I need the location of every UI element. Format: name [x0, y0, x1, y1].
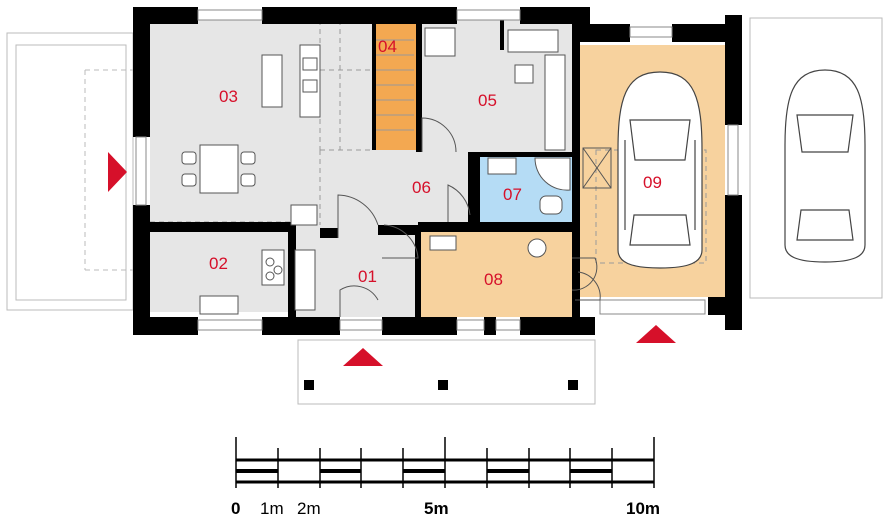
scale-label-0: 0	[231, 499, 240, 518]
room-label-08: 08	[484, 270, 503, 289]
sink-icon	[487, 157, 517, 175]
entrance-arrow-icon	[343, 348, 383, 366]
floor-stair	[374, 24, 416, 150]
neighbor-car-icon	[784, 69, 866, 263]
toilet-icon	[539, 195, 563, 215]
scale-label-5m: 5m	[424, 499, 449, 518]
scale-label-1m: 1m	[260, 499, 284, 518]
room-label-06: 06	[412, 178, 431, 197]
scale-label-2m: 2m	[297, 499, 321, 518]
floor-hall	[320, 150, 480, 230]
room-label-07: 07	[503, 185, 522, 204]
room-label-09: 09	[643, 173, 662, 192]
entrance-arrows	[108, 152, 676, 366]
stove-icon	[265, 257, 275, 267]
kitchen-units	[199, 204, 318, 315]
garage-details	[582, 147, 612, 189]
car-icon	[617, 71, 703, 269]
shower-icon	[534, 157, 571, 191]
scale-bar: 0 1m 2m 5m 10m	[231, 437, 660, 518]
entrance-arrow-icon	[108, 152, 127, 192]
bath-fixtures	[429, 157, 571, 258]
walls	[133, 7, 742, 390]
room-label-04: 04	[378, 37, 397, 56]
door-swings	[337, 117, 601, 317]
sofa-icon	[261, 44, 321, 118]
site-outlines	[6, 17, 883, 405]
entrance-arrow-icon	[636, 325, 676, 343]
study-furniture	[424, 27, 566, 151]
room-label-01: 01	[358, 267, 377, 286]
room-labels: 01 02 03 04 05 06 07 08 09	[209, 37, 662, 289]
room-label-05: 05	[478, 91, 497, 110]
scale-label-10m: 10m	[626, 499, 660, 518]
room-label-03: 03	[219, 87, 238, 106]
table-icon	[181, 144, 256, 194]
room-label-02: 02	[209, 254, 228, 273]
windows	[135, 9, 739, 331]
stair-treads	[376, 39, 414, 131]
